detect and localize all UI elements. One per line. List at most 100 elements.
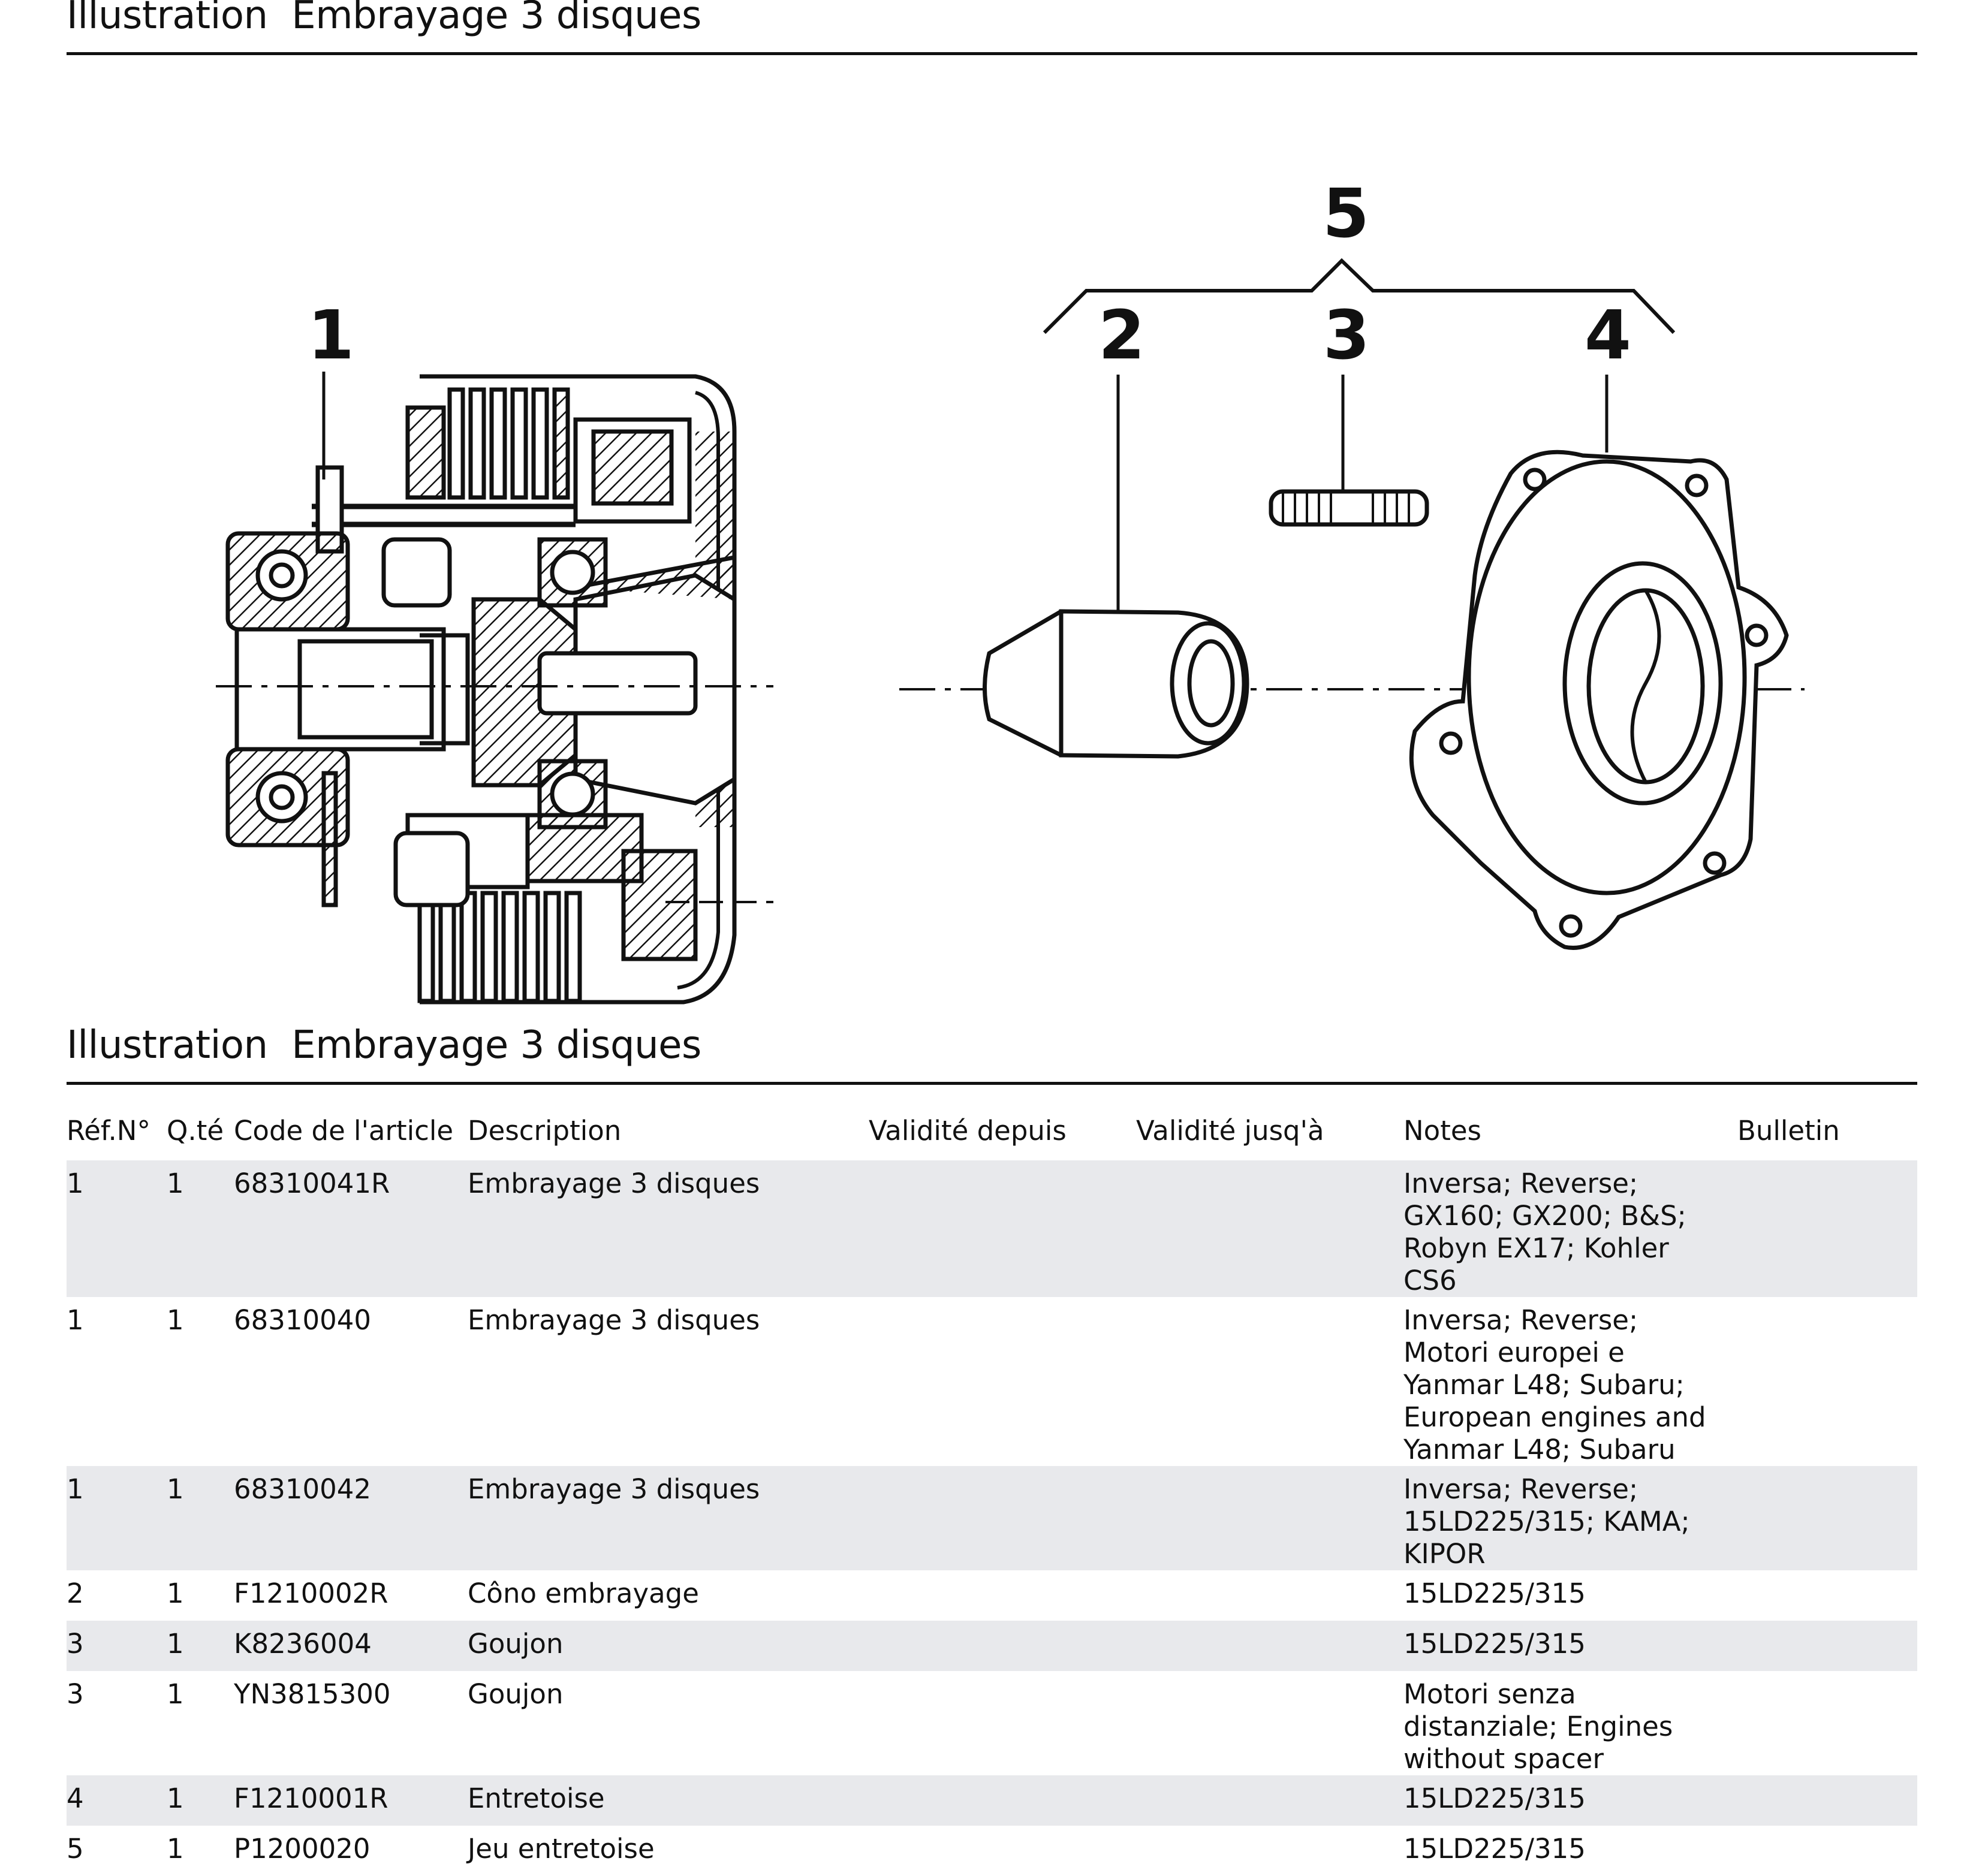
- cell-valid-from: [869, 1466, 1136, 1570]
- table-header-row: Réf.N° Q.té Code de l'article Descriptio…: [67, 1115, 1917, 1160]
- cell-notes: Motori senza distanziale; Engines withou…: [1403, 1671, 1737, 1775]
- cell-description: Jeu entretoise: [468, 1833, 655, 1865]
- page-title-text: Embrayage 3 disques: [291, 0, 701, 38]
- notes-text: Inversa; Reverse; Motori europei e Yanma…: [1403, 1304, 1706, 1465]
- cell-valid-to: [1136, 1775, 1403, 1826]
- cell-valid-from: [869, 1671, 1136, 1775]
- page-title-label: Illustration: [67, 0, 268, 38]
- cell-valid-to: [1136, 1570, 1403, 1621]
- cell-bulletin: [1737, 1466, 1917, 1570]
- parts-table: Réf.N° Q.té Code de l'article Descriptio…: [67, 1115, 1917, 1876]
- notes-text: Motori senza distanziale; Engines withou…: [1403, 1678, 1673, 1775]
- cell-valid-from: [869, 1570, 1136, 1621]
- callout-5: 5: [1323, 175, 1369, 253]
- cell-ref: 3: [67, 1621, 167, 1671]
- table-row: 5 1 P1200020 Jeu entretoise 15LD225/315: [67, 1826, 1917, 1876]
- cell-ref: 1: [67, 1160, 167, 1297]
- cell-code: K8236004: [234, 1621, 468, 1671]
- table-title-divider: [67, 1082, 1917, 1085]
- cell-valid-from: [869, 1160, 1136, 1297]
- cell-bulletin: [1737, 1775, 1917, 1826]
- header-valid-to: Validité jusq'à: [1136, 1115, 1324, 1147]
- cell-code: YN3815300: [234, 1678, 391, 1710]
- cell-qty: 1: [167, 1833, 184, 1865]
- cell-qty: 1: [167, 1578, 184, 1609]
- table-title-text: Embrayage 3 disques: [291, 1023, 701, 1067]
- cell-bulletin: [1737, 1297, 1917, 1466]
- cell-valid-to: [1136, 1671, 1403, 1775]
- cell-code: 68310040: [234, 1304, 372, 1336]
- cell-valid-to: [1136, 1466, 1403, 1570]
- cell-notes: 15LD225/315: [1403, 1826, 1737, 1876]
- callout-2: 2: [1098, 297, 1145, 375]
- cell-bulletin: [1737, 1826, 1917, 1876]
- cell-description: Goujon: [468, 1678, 564, 1710]
- notes-text: 15LD225/315: [1403, 1578, 1586, 1609]
- notes-text: Inversa; Reverse; 15LD225/315; KAMA; KIP…: [1403, 1473, 1690, 1570]
- callout-3: 3: [1323, 297, 1370, 375]
- left-bearings: [225, 531, 350, 907]
- cell-description: Embrayage 3 disques: [468, 1466, 869, 1570]
- cell-qty: 1: [167, 1775, 234, 1826]
- cell-notes: 15LD225/315: [1403, 1621, 1737, 1671]
- cell-valid-from: [869, 1775, 1136, 1826]
- callout-1: 1: [308, 297, 354, 375]
- title-divider: [67, 52, 1917, 55]
- cell-code: F1210001R: [234, 1775, 468, 1826]
- cell-qty: 1: [167, 1678, 184, 1710]
- table-row: 1 1 68310040 Embrayage 3 disques Inversa; Re…: [67, 1297, 1917, 1466]
- header-bulletin: Bulletin: [1737, 1115, 1840, 1147]
- exploded-parts-drawing: [899, 258, 1805, 950]
- cell-qty: 1: [167, 1160, 234, 1297]
- cell-valid-from: [869, 1826, 1136, 1876]
- header-description: Description: [468, 1115, 622, 1147]
- cell-bulletin: [1737, 1160, 1917, 1297]
- cell-description: Goujon: [468, 1621, 869, 1671]
- cell-code: 68310041R: [234, 1160, 468, 1297]
- cell-valid-to: [1136, 1160, 1403, 1297]
- cell-ref: 2: [67, 1578, 84, 1609]
- table-row: 3 1 YN3815300 Goujon Motori senza distanzial…: [67, 1671, 1917, 1775]
- cell-valid-to: [1136, 1826, 1403, 1876]
- cell-notes: 15LD225/315: [1403, 1775, 1737, 1826]
- cell-notes: 15LD225/315: [1403, 1570, 1737, 1621]
- table-title-label: Illustration: [67, 1023, 268, 1067]
- cell-bulletin: [1737, 1671, 1917, 1775]
- callout-4: 4: [1585, 297, 1631, 375]
- header-ref: Réf.N°: [67, 1115, 150, 1147]
- cell-ref: 5: [67, 1833, 84, 1865]
- page-title: Illustration Embrayage 3 disques: [67, 0, 701, 40]
- cell-qty: 1: [167, 1621, 234, 1671]
- notes-text: 15LD225/315: [1403, 1628, 1586, 1660]
- table-title: Illustration Embrayage 3 disques: [67, 1021, 701, 1069]
- cell-valid-from: [869, 1621, 1136, 1671]
- cell-valid-from: [869, 1297, 1136, 1466]
- header-qty: Q.té: [167, 1115, 224, 1147]
- cell-valid-to: [1136, 1297, 1403, 1466]
- cell-ref: 4: [67, 1775, 167, 1826]
- cell-ref: 1: [67, 1466, 167, 1570]
- spacer-part-drawing: [1409, 450, 1789, 950]
- cell-bulletin: [1737, 1621, 1917, 1671]
- notes-text: 15LD225/315: [1403, 1833, 1586, 1865]
- cell-description: Embrayage 3 disques: [468, 1160, 869, 1297]
- header-notes: Notes: [1403, 1115, 1481, 1147]
- cell-notes: Inversa; Reverse; Motori europei e Yanma…: [1403, 1297, 1737, 1466]
- cell-description: Entretoise: [468, 1775, 869, 1826]
- cell-code: 68310042: [234, 1466, 468, 1570]
- cell-ref: 3: [67, 1678, 84, 1710]
- notes-text: Inversa; Reverse; GX160; GX200; B&S; Rob…: [1403, 1168, 1686, 1296]
- bottom-disc-pack: [405, 813, 698, 1003]
- cell-qty: 1: [167, 1304, 184, 1336]
- cell-code: F1210002R: [234, 1578, 388, 1609]
- cell-code: P1200020: [234, 1833, 371, 1865]
- top-disc-pack: [405, 387, 692, 524]
- notes-text: 15LD225/315: [1403, 1782, 1586, 1814]
- cell-ref: 1: [67, 1304, 84, 1336]
- cell-bulletin: [1737, 1570, 1917, 1621]
- cell-description: Embrayage 3 disques: [468, 1304, 760, 1336]
